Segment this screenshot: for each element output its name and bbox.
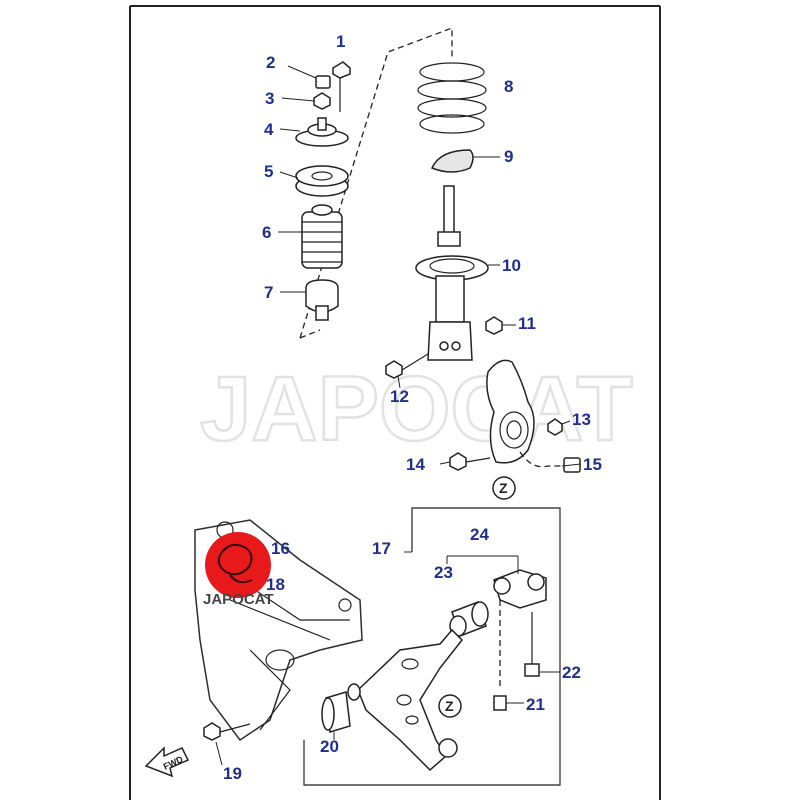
callout-8: 8 bbox=[504, 77, 513, 96]
part-3-nut bbox=[313, 92, 331, 110]
callout-1: 1 bbox=[336, 32, 345, 51]
part-9-spring-seat bbox=[430, 149, 474, 173]
callout-7: 7 bbox=[264, 283, 273, 302]
part-20-bushing bbox=[321, 683, 361, 733]
part-6-dust-boot bbox=[301, 204, 343, 269]
japocat-logo: JAPOCAT bbox=[203, 532, 274, 608]
part-14-bolt bbox=[449, 452, 491, 471]
steering-knuckle bbox=[486, 359, 535, 464]
callout-16: 16 bbox=[271, 539, 290, 558]
callout-3: 3 bbox=[265, 89, 274, 108]
callout-18: 18 bbox=[266, 575, 285, 594]
callout-11: 11 bbox=[518, 314, 536, 333]
callout-20: 20 bbox=[320, 737, 339, 756]
callout-19: 19 bbox=[223, 764, 242, 783]
callout-4: 4 bbox=[264, 120, 274, 139]
callout-23: 23 bbox=[434, 563, 453, 582]
callout-24: 24 bbox=[470, 525, 489, 544]
part-11-nut bbox=[485, 316, 503, 335]
part-8-coil-spring bbox=[417, 62, 487, 134]
part-23-bushing bbox=[449, 601, 489, 637]
part-5-bearing bbox=[295, 165, 349, 197]
callout-9: 9 bbox=[504, 147, 513, 166]
part-24-bushing-bracket bbox=[493, 569, 547, 609]
watermark-text: JAPOCAT bbox=[200, 358, 633, 460]
logo-text: JAPOCAT bbox=[203, 591, 274, 608]
callout-15: 15 bbox=[583, 455, 602, 474]
assembly-dashed-outline bbox=[299, 27, 453, 339]
part-12-bolt bbox=[385, 353, 429, 379]
callout-21: 21 bbox=[526, 695, 545, 714]
part-22-bolt bbox=[524, 612, 540, 677]
callout-2: 2 bbox=[266, 53, 275, 72]
part-19-bolt bbox=[203, 722, 251, 741]
lower-arm-frame bbox=[303, 507, 561, 786]
callout-12: 12 bbox=[390, 387, 409, 406]
z-reference-marker-top: Z bbox=[492, 476, 516, 500]
callout-13: 13 bbox=[572, 410, 591, 429]
part-2-cap bbox=[315, 75, 331, 89]
part-13-nut bbox=[547, 418, 563, 436]
callout-6: 6 bbox=[262, 223, 271, 242]
callout-17: 17 bbox=[372, 539, 391, 558]
part-21-bolt bbox=[493, 600, 507, 711]
forward-direction-arrow: FWD bbox=[144, 746, 190, 778]
callout-10: 10 bbox=[502, 256, 521, 275]
part-4-strut-mount bbox=[295, 117, 349, 147]
callout-5: 5 bbox=[264, 162, 273, 181]
part-7-bump-stop bbox=[305, 279, 339, 321]
z-marker-bottom-label: Z bbox=[445, 698, 454, 714]
lower-control-arm bbox=[357, 628, 464, 772]
leader-lines bbox=[215, 65, 582, 766]
callout-22: 22 bbox=[562, 663, 581, 682]
z-reference-marker-bottom: Z bbox=[438, 694, 462, 718]
assembly-dashed-tail bbox=[299, 329, 321, 339]
part-10-shock-absorber bbox=[415, 185, 489, 361]
z-marker-top-label: Z bbox=[499, 480, 508, 496]
part-1-nut bbox=[332, 61, 351, 112]
callout-14: 14 bbox=[406, 455, 425, 474]
